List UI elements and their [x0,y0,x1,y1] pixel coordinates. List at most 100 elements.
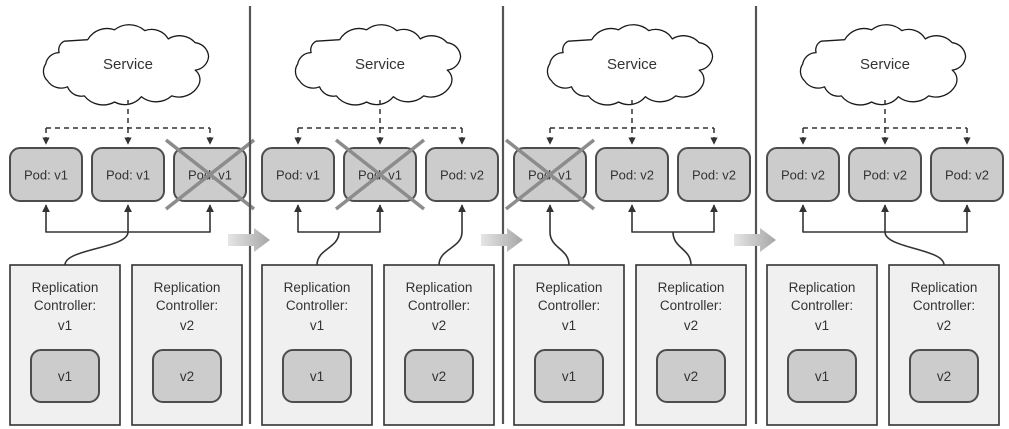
rc-label-line2: Controller: [286,298,348,313]
rc-pod-template-label: v1 [58,369,72,384]
rc-label-line1: Replication [406,280,473,295]
controller-to-pods-connectors-4 [799,204,971,266]
rc-version-label: v2 [684,318,698,333]
rc-label-line2: Controller: [34,298,96,313]
rc-label-line2: Controller: [156,298,218,313]
pod-box[interactable] [595,147,669,202]
rc-label-line1: Replication [154,280,221,295]
cloud-shape [294,24,462,106]
pod-box[interactable] [425,147,499,202]
pod-3-panel-4[interactable]: Pod: v2 [930,147,1004,202]
rc-pod-template-box[interactable] [787,349,857,403]
rc-pod-template-box[interactable] [152,349,222,403]
rc-label-line1: Replication [536,280,603,295]
rc-label-line1: Replication [911,280,978,295]
pod-3-panel-3[interactable]: Pod: v2 [677,147,751,202]
controller-to-pods-connectors-2 [294,204,466,266]
pod-box[interactable] [91,147,165,202]
cloud-shape [799,24,967,106]
pod-box[interactable] [9,147,83,202]
service-label: Service [103,56,153,73]
pod-box[interactable] [848,147,922,202]
step-transition-arrow-2 [481,228,523,252]
rc-pod-template-box[interactable] [534,349,604,403]
service-to-pods-connectors-3 [546,100,718,145]
cloud-shape [42,24,210,106]
pod-box[interactable] [766,147,840,202]
rc-pod-template-box[interactable] [30,349,100,403]
rc-label-line2: Controller: [660,298,722,313]
pod-label: Pod: v2 [692,168,736,183]
rc-pod-template-box[interactable] [909,349,979,403]
rc-pod-template-box[interactable] [656,349,726,403]
rc-pod-template-label: v1 [562,369,576,384]
rc-label-line1: Replication [658,280,725,295]
rc-box[interactable] [888,264,1000,426]
pod-terminated-cross-icon [164,138,256,211]
pod-terminated-cross-icon [504,138,596,211]
rc-v1-downlink [316,231,340,266]
service-cloud-3: Service [546,24,714,106]
pod-box[interactable] [930,147,1004,202]
pod-2-panel-2[interactable]: Pod: v1 [334,138,426,211]
pod-1-panel-3[interactable]: Pod: v1 [504,138,596,211]
pod-2-panel-4[interactable]: Pod: v2 [848,147,922,202]
service-cloud-4: Service [799,24,967,106]
service-label: Service [355,56,405,73]
pod-3-panel-2[interactable]: Pod: v2 [425,147,499,202]
rc-version-label: v2 [937,318,951,333]
service-label: Service [860,56,910,73]
rc-pod-template-box[interactable] [404,349,474,403]
pod-1-panel-2[interactable]: Pod: v1 [261,147,335,202]
rc-label-line2: Controller: [913,298,975,313]
rc-label-line2: Controller: [791,298,853,313]
pod-box[interactable] [677,147,751,202]
pod-box[interactable] [261,147,335,202]
pod-label: Pod: v1 [276,168,320,183]
service-label: Service [607,56,657,73]
rc-pod-template-box[interactable] [282,349,352,403]
rc-version-label: v1 [815,318,829,333]
rc-version-label: v2 [432,318,446,333]
rc-label-line1: Replication [32,280,99,295]
pod-label: Pod: v1 [106,168,150,183]
cross-stroke-b [164,138,256,211]
pod-label: Pod: v2 [781,168,825,183]
rc-pod-template-label: v1 [310,369,324,384]
rc-version-label: v2 [180,318,194,333]
pod-3-panel-1[interactable]: Pod: v1 [164,138,256,211]
pod-1-panel-4[interactable]: Pod: v2 [766,147,840,202]
rc-label-line2: Controller: [408,298,470,313]
rc-version-label: v1 [58,318,72,333]
pod-2-panel-1[interactable]: Pod: v1 [91,147,165,202]
rc-v1-downlink [64,231,129,266]
rc-pod-template-label: v2 [180,369,194,384]
rc-label-line1: Replication [789,280,856,295]
step-transition-arrow-3 [734,228,776,252]
cross-stroke-b [334,138,426,211]
service-cloud-2: Service [294,24,462,106]
rc-pod-template-label: v2 [937,369,951,384]
pod-2-panel-3[interactable]: Pod: v2 [595,147,669,202]
pod-label: Pod: v2 [440,168,484,183]
controller-to-pods-connectors-1 [42,204,214,266]
rc-pod-template-label: v1 [815,369,829,384]
rc-v2-downlink [438,231,463,266]
rc-label-line1: Replication [284,280,351,295]
rc-v1-downlink [549,231,570,266]
pod-1-panel-1[interactable]: Pod: v1 [9,147,83,202]
rc-pod-template-label: v2 [684,369,698,384]
